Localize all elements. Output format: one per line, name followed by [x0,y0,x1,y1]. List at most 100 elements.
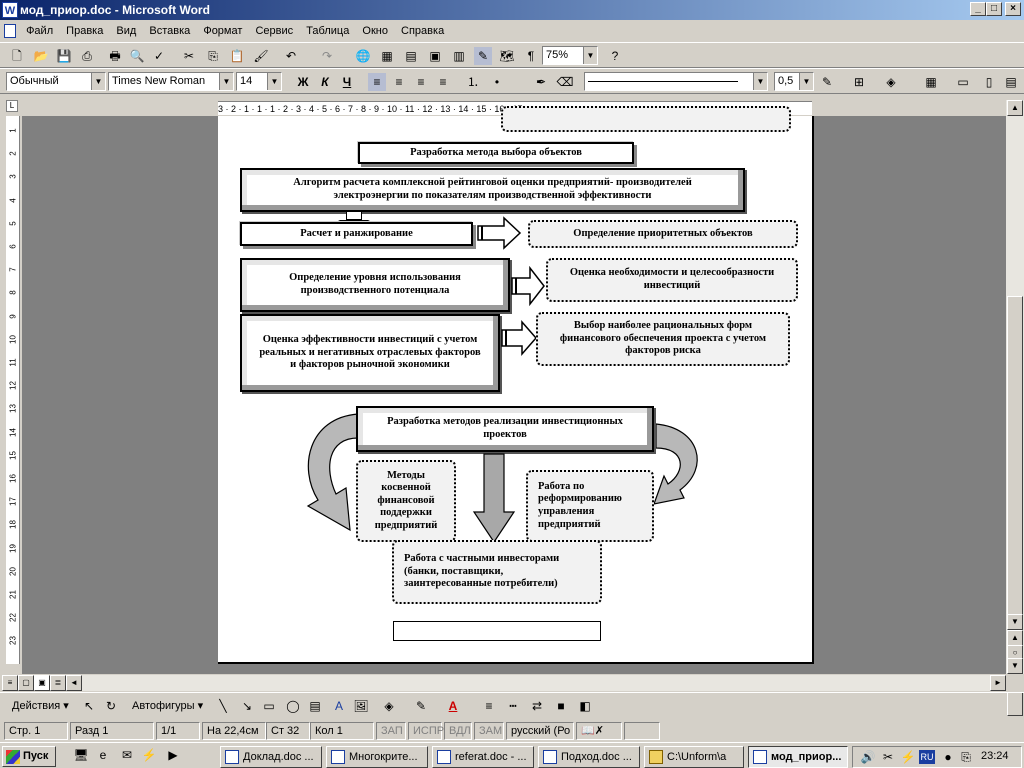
task-mnogokrit[interactable]: Многокрите... [326,746,428,768]
arrow-style-icon[interactable]: ⇄ [531,699,543,713]
volume-icon[interactable]: 🔊 [860,750,876,764]
align-right-icon[interactable]: ≡ [417,75,425,89]
align-center-icon[interactable]: ≡ [395,75,403,89]
font-color-icon[interactable]: A [448,699,458,713]
justify-icon[interactable]: ≡ [439,75,447,89]
autoshapes-menu[interactable]: Автофигуры ▾ [132,700,204,712]
task-referat[interactable]: referat.doc - ... [432,746,534,768]
scroll-left-icon[interactable]: ◄ [66,675,82,691]
arrow-icon[interactable]: ↘ [241,699,253,713]
prev-page-icon[interactable]: ▲ [1007,630,1023,646]
line-width-select[interactable]: 0,5▼ [774,72,814,91]
task-doklad[interactable]: Доклад.doc ... [220,746,322,768]
align-cells-icon[interactable]: ▤ [1005,75,1017,89]
vertical-scrollbar[interactable]: ▲ ▼ ▲ ○ ▼ [1006,100,1024,716]
scroll-thumb[interactable] [1007,296,1023,716]
wordart-icon[interactable]: A [334,699,343,713]
tray-icon-2[interactable]: ⚡ [900,750,916,764]
open-folder-icon[interactable]: 📂 [33,49,49,63]
document-map-icon[interactable]: 🗺 [499,49,515,63]
line-icon[interactable]: ╲ [219,699,227,713]
redo-icon[interactable]: ↷ [321,49,333,63]
merge-cells-icon[interactable]: ▭ [957,75,969,89]
scroll-up-icon[interactable]: ▲ [1007,100,1023,116]
web-view-icon[interactable]: ▢ [18,675,34,691]
spelling-status-icon[interactable]: 📖✗ [576,722,622,740]
columns-icon[interactable]: ▥ [453,49,465,63]
bullets-icon[interactable]: • [494,75,500,89]
eraser-icon[interactable]: ⌫ [556,75,574,89]
menu-window[interactable]: Окно [362,25,388,37]
style-select[interactable]: Обычный▼ [6,72,106,91]
outlook-icon[interactable]: ✉ [121,748,133,762]
align-left-icon[interactable]: ≡ [368,73,386,91]
shadow-icon[interactable]: ■ [557,699,565,713]
print-preview-icon[interactable]: 🔍 [129,49,145,63]
menu-table[interactable]: Таблица [306,25,350,37]
tray-icon-4[interactable]: ⎘ [961,750,971,764]
paste-icon[interactable]: 📋 [229,49,245,63]
language-indicator[interactable]: RU [919,750,935,764]
select-pointer-icon[interactable]: ↖ [83,699,95,713]
status-rec[interactable]: ЗАП [376,722,406,740]
task-folder[interactable]: C:\Unform\a [644,746,744,768]
close-button[interactable]: × [1005,2,1021,16]
insert-table-icon[interactable]: ▦ [925,75,937,89]
free-rotate-icon[interactable]: ↻ [105,699,117,713]
italic-button[interactable]: К [321,75,329,89]
print-icon[interactable]: 🖶 [109,49,121,63]
format-painter-icon[interactable]: 🖌 [253,49,269,63]
word-app-icon[interactable]: W [2,2,18,18]
insert-excel-icon[interactable]: ▣ [429,49,441,63]
font-select[interactable]: Times New Roman▼ [108,72,234,91]
line-style-icon[interactable]: ≡ [485,699,493,713]
oval-icon[interactable]: ◯ [286,699,300,713]
outline-view-icon[interactable]: ≣ [50,675,66,691]
show-desktop-icon[interactable]: 🖥 [73,748,89,762]
insert-table-icon[interactable]: ▤ [405,49,417,63]
permission-icon[interactable]: ⎙ [82,49,92,63]
copy-icon[interactable]: ⎘ [208,49,218,63]
fill-color-icon[interactable]: ◈ [384,699,394,713]
show-hide-icon[interactable]: ¶ [527,49,535,63]
save-icon[interactable]: 💾 [56,49,72,63]
line-style-select[interactable]: ▼ [584,72,768,91]
document-page[interactable]: Разработка метода выбора объектов Алгори… [218,106,814,664]
drawing-icon[interactable]: ✎ [474,47,492,65]
actions-menu[interactable]: Действия ▾ [12,700,69,712]
task-mod-prior[interactable]: мод_приор... [748,746,848,768]
textbox-icon[interactable]: ▤ [309,699,321,713]
scroll-right-icon[interactable]: ► [990,675,1006,691]
bold-button[interactable]: Ж [297,75,309,89]
status-trk[interactable]: ИСПР [408,722,444,740]
tab-selector-icon[interactable]: L [6,100,18,112]
media-player-icon[interactable]: ▶ [168,748,178,762]
quicklaunch-icon-1[interactable]: ⚡ [141,748,157,762]
normal-view-icon[interactable]: ≡ [2,675,18,691]
spelling-icon[interactable]: ✓ [153,49,165,63]
3d-icon[interactable]: ◧ [579,699,591,713]
hyperlink-icon[interactable]: 🌐 [355,49,371,63]
shading-icon[interactable]: ◈ [886,75,896,89]
help-icon[interactable]: ? [611,49,619,63]
undo-icon[interactable]: ↶ [285,49,297,63]
font-size-select[interactable]: 14▼ [236,72,282,91]
line-color-icon[interactable]: ✎ [415,699,427,713]
border-color-icon[interactable]: ✎ [821,75,833,89]
menu-file[interactable]: Файл [26,25,54,37]
cut-icon[interactable]: ✂ [183,49,195,63]
tray-icon-3[interactable]: ● [944,750,952,764]
menu-insert[interactable]: Вставка [149,25,191,37]
numbering-icon[interactable]: ⒈ [466,75,479,89]
new-document-icon[interactable]: 🗋 [12,49,22,63]
rectangle-icon[interactable]: ▭ [263,699,275,713]
tables-borders-icon[interactable]: ▦ [381,49,393,63]
menu-format[interactable]: Формат [203,25,243,37]
ie-icon[interactable]: e [99,748,107,762]
horizontal-scrollbar-track[interactable] [82,675,990,691]
task-podhod[interactable]: Подход.doc ... [538,746,640,768]
status-ovr[interactable]: ЗАМ [474,722,504,740]
start-button[interactable]: Пуск [2,746,56,767]
print-view-icon[interactable]: ▣ [34,675,50,691]
